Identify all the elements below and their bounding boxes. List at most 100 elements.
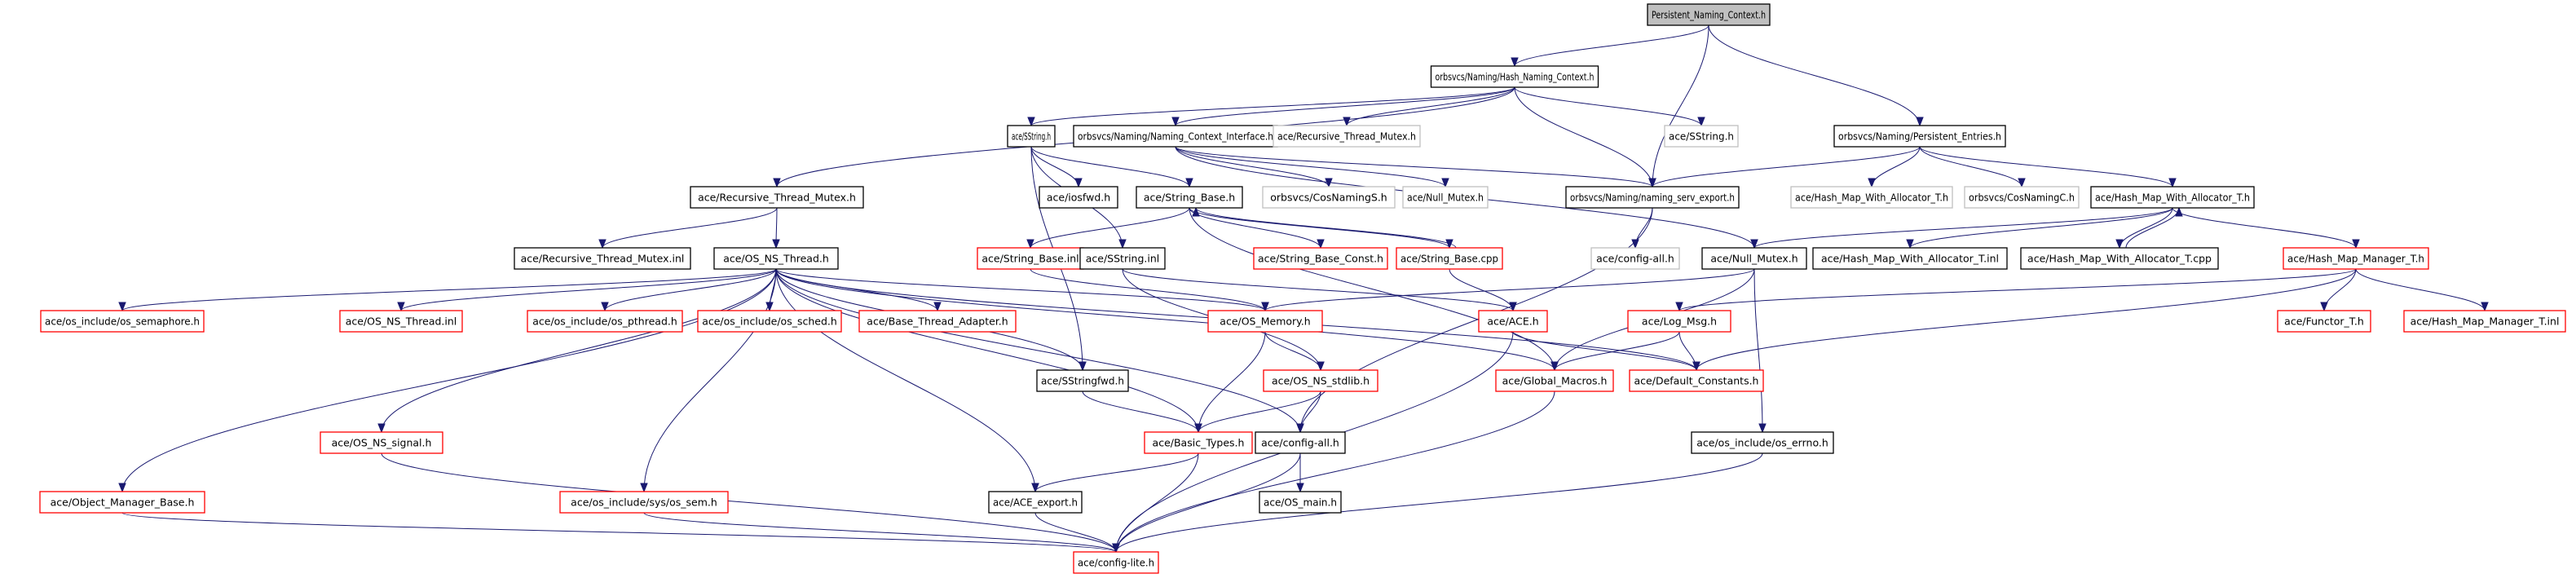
graph-node-os_pth[interactable]: ace/os_include/os_pthread.h	[527, 310, 683, 333]
graph-node-pnc[interactable]: Persistent_Naming_Context.h	[1647, 3, 1771, 26]
edge-line	[1034, 452, 1199, 492]
node-box	[2277, 310, 2371, 333]
edge-line	[381, 452, 1117, 553]
node-box	[1259, 491, 1342, 514]
node-label: ace/Hash_Map_With_Allocator_T.cpp	[2027, 253, 2212, 265]
graph-node-osstd[interactable]: ace/OS_NS_stdlib.h	[1263, 369, 1378, 392]
node-label: ace/os_include/sys/os_sem.h	[571, 496, 717, 509]
arrowhead-icon	[1441, 178, 1449, 188]
arrowhead-icon	[377, 423, 386, 434]
graph-node-functor[interactable]: ace/Functor_T.h	[2277, 310, 2371, 333]
node-box	[1964, 186, 2080, 209]
node-label: ace/config-lite.h	[1078, 557, 1154, 569]
graph-node-os_sem[interactable]: ace/os_include/os_semaphore.h	[40, 310, 205, 333]
arrowhead-icon	[1192, 206, 1200, 217]
node-label: ace/Default_Constants.h	[1634, 375, 1759, 387]
node-box	[2403, 310, 2566, 333]
edge-acei-to-dc	[1512, 331, 1700, 372]
arrowhead-icon	[118, 302, 126, 312]
node-box	[320, 431, 443, 454]
graph-node-nse[interactable]: orbsvcs/Naming/naming_serv_export.h	[1565, 186, 1740, 209]
node-box	[559, 491, 729, 514]
edge-line	[1115, 452, 1763, 553]
arrowhead-icon	[1026, 239, 1034, 249]
graph-node-errno[interactable]: ace/os_include/os_errno.h	[1691, 431, 1834, 454]
graph-node-hmwa_cpp[interactable]: ace/Hash_Map_With_Allocator_T.cpp	[2020, 247, 2219, 270]
graph-node-acei[interactable]: ace/ACE.h	[1478, 310, 1548, 333]
edge-line	[2323, 268, 2357, 311]
graph-node-sb_inl[interactable]: ace/String_Base.inl	[977, 247, 1084, 270]
arrowhead-icon	[1078, 361, 1087, 372]
graph-node-sb[interactable]: ace/String_Base.h	[1136, 186, 1243, 209]
node-label: ace/os_include/os_pthread.h	[532, 315, 677, 328]
node-box	[1478, 310, 1548, 333]
node-label: ace/Recursive_Thread_Mutex.h	[698, 192, 856, 204]
edge-line	[1198, 331, 1266, 433]
graph-node-hmwa_inl[interactable]: ace/Hash_Map_With_Allocator_T.inl	[1812, 247, 2008, 270]
edge-line	[1175, 86, 1515, 126]
edge-line	[1082, 390, 1199, 433]
edge-hmm-to-dc	[1692, 268, 2357, 372]
edge-export-to-lite	[1034, 512, 1120, 554]
graph-node-nm[interactable]: ace/Null_Mutex.h	[1701, 247, 1807, 270]
edge-line	[1514, 86, 1702, 126]
graph-node-sb_cpp[interactable]: ace/String_Base.cpp	[1396, 247, 1503, 270]
edge-line	[1346, 86, 1515, 126]
graph-node-osmem[interactable]: ace/OS_Memory.h	[1207, 310, 1323, 333]
graph-node-hnc[interactable]: orbsvcs/Naming/Hash_Naming_Context.h	[1430, 65, 1599, 88]
graph-node-rtm[interactable]: ace/Recursive_Thread_Mutex.h	[690, 186, 864, 209]
node-box	[1647, 3, 1771, 26]
node-label: ace/Hash_Map_Manager_T.h	[2287, 253, 2424, 265]
node-box	[1136, 186, 1243, 209]
node-label: ace/OS_NS_signal.h	[332, 437, 432, 449]
graph-node-ssfwd[interactable]: ace/SStringfwd.h	[1036, 369, 1129, 392]
graph-node-omb[interactable]: ace/Object_Manager_Base.h	[39, 491, 205, 514]
edge-line	[1871, 146, 1921, 188]
edge-pnc-to-nse	[1648, 24, 1709, 188]
graph-node-dc[interactable]: ace/Default_Constants.h	[1629, 369, 1764, 392]
graph-node-osnt[interactable]: ace/OS_NS_Thread.h	[713, 247, 839, 270]
edge-pe-to-nse	[1648, 146, 1921, 188]
edge-line	[1264, 331, 1321, 371]
edge-line	[2355, 268, 2486, 311]
edge-sstr-to-sb	[1030, 146, 1193, 188]
graph-node-osmain[interactable]: ace/OS_main.h	[1259, 491, 1342, 514]
edge-line	[1030, 86, 1515, 126]
node-box	[988, 491, 1083, 514]
edge-osnt-to-cfgall	[775, 268, 1304, 434]
arrowhead-icon	[1692, 361, 1700, 372]
edge-hmwa-to-nm	[1750, 207, 2173, 249]
node-label: ace/Hash_Map_With_Allocator_T.h	[2095, 192, 2250, 204]
graph-node-logmsg[interactable]: ace/Log_Msg.h	[1627, 310, 1731, 333]
edge-line	[1753, 268, 1763, 433]
edge-line	[121, 268, 777, 492]
graph-node-gm[interactable]: ace/Global_Macros.h	[1495, 369, 1614, 392]
graph-node-sig[interactable]: ace/OS_NS_signal.h	[320, 431, 443, 454]
arrowhead-icon	[1112, 543, 1120, 554]
graph-node-sstr_inl[interactable]: ace/SString.inl	[1079, 247, 1166, 270]
graph-node-hmm_inl[interactable]: ace/Hash_Map_Manager_T.inl	[2403, 310, 2566, 333]
edge-sstr_inl-to-acei	[1122, 268, 1517, 312]
graph-node-hmm[interactable]: ace/Hash_Map_Manager_T.h	[2283, 247, 2429, 270]
graph-node-iosfwd[interactable]: ace/iosfwd.h	[1039, 186, 1118, 209]
graph-node-lite[interactable]: ace/config-lite.h	[1073, 551, 1159, 574]
graph-node-rtm_inl[interactable]: ace/Recursive_Thread_Mutex.inl	[514, 247, 691, 270]
graph-node-bt[interactable]: ace/Basic_Types.h	[1144, 431, 1253, 454]
arrowhead-icon	[1118, 239, 1127, 249]
arrowhead-icon	[1648, 178, 1656, 188]
graph-node-os_sch[interactable]: ace/os_include/os_sched.h	[697, 310, 842, 333]
graph-node-sstr[interactable]: ace/SString.h	[1007, 125, 1056, 148]
graph-node-bta[interactable]: ace/Base_Thread_Adapter.h	[858, 310, 1017, 333]
edge-line	[2119, 207, 2173, 249]
edge-line	[1652, 146, 1921, 188]
graph-node-syssem[interactable]: ace/os_include/sys/os_sem.h	[559, 491, 729, 514]
graph-node-osnt_inl[interactable]: ace/OS_NS_Thread.inl	[339, 310, 463, 333]
graph-node-pe[interactable]: orbsvcs/Naming/Persistent_Entries.h	[1833, 125, 2006, 148]
node-box	[1079, 247, 1166, 270]
graph-node-nci[interactable]: orbsvcs/Naming/Naming_Context_Interface.…	[1073, 125, 1278, 148]
graph-node-hmwa[interactable]: ace/Hash_Map_With_Allocator_T.h	[2090, 186, 2255, 209]
arrowhead-icon	[640, 483, 648, 493]
graph-node-sbc[interactable]: ace/String_Base_Const.h	[1253, 247, 1388, 270]
graph-node-cfgall[interactable]: ace/config-all.h	[1255, 431, 1346, 454]
graph-node-export[interactable]: ace/ACE_export.h	[988, 491, 1083, 514]
